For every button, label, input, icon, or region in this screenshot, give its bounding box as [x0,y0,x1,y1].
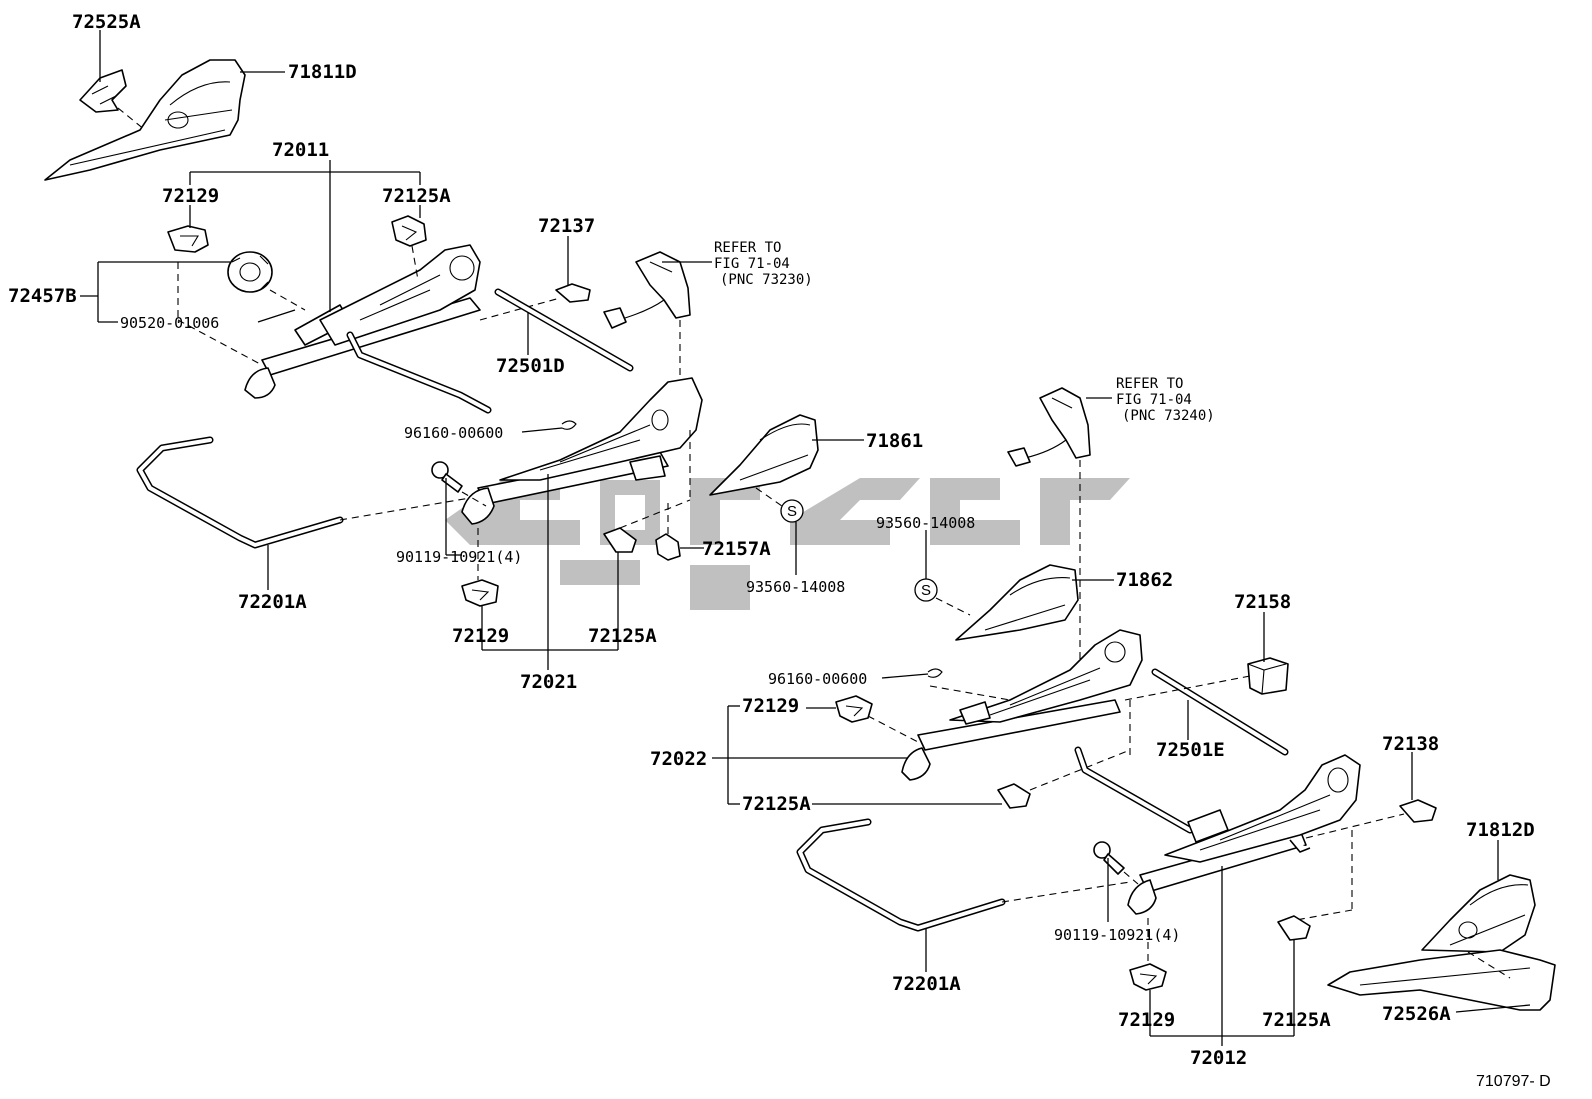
label-72457B: 72457B [8,285,77,307]
seat-track-72021 [461,377,703,525]
seat-track-72022 [901,629,1143,781]
part-96160-b [927,668,943,678]
label-72137: 72137 [538,215,595,237]
part-96160-a [561,420,577,430]
part-72501D-rod [494,288,634,372]
label-72125A-b: 72125A [588,625,657,647]
label-90119-10921-a: 90119-10921(4) [396,548,522,566]
label-93560-14008-a: 93560-14008 [746,578,845,596]
label-71862: 71862 [1116,569,1173,591]
s-mark-a: S [780,499,804,523]
part-71861-cover [709,414,819,496]
part-72457B-knob [227,251,273,293]
label-72125A-d: 72125A [1262,1009,1331,1031]
watermark-logo [445,478,1130,610]
part-71812D-cover [1421,874,1536,953]
refer-note-b-line1: REFER TO [1116,376,1183,392]
part-72129-c [835,695,873,723]
part-72129-b [461,579,499,607]
part-72525A [79,69,127,113]
s-mark-b: S [914,578,938,602]
part-72138 [1399,799,1437,823]
part-72125A-a [391,215,427,247]
label-90520-01006: 90520-01006 [120,314,219,332]
part-72125A-b [603,527,637,553]
part-72526A [1327,949,1556,1011]
label-72021: 72021 [520,671,577,693]
refer-note-a-line3: (PNC 73230) [720,272,813,288]
label-90119-10921-b: 90119-10921(4) [1054,926,1180,944]
label-71861: 71861 [866,430,923,452]
label-71812D: 71812D [1466,819,1535,841]
part-90119-bolt-a [431,461,463,493]
label-72138: 72138 [1382,733,1439,755]
part-72129-a [167,225,209,253]
seatbelt-buckle-b [1007,387,1091,467]
part-72201A-b [796,818,1006,932]
label-72129-a: 72129 [162,185,219,207]
label-93560-14008-b: 93560-14008 [876,514,975,532]
label-72525A: 72525A [72,11,141,33]
s-mark-a-text: S [787,503,797,520]
seat-track-72012 [1074,746,1361,915]
label-72158: 72158 [1234,591,1291,613]
part-72501E-rod [1151,668,1289,756]
label-72129-b: 72129 [452,625,509,647]
label-71811D: 71811D [288,61,357,83]
label-72129-c: 72129 [742,695,799,717]
label-72501E: 72501E [1156,739,1225,761]
label-72526A: 72526A [1382,1003,1451,1025]
label-96160-00600-b: 96160-00600 [768,670,867,688]
label-72501D: 72501D [496,355,565,377]
part-72201A-a [136,436,344,549]
seat-track-72011 [244,244,492,414]
leader-lines [80,30,1531,1046]
label-72157A: 72157A [702,538,771,560]
part-72129-d [1129,963,1167,991]
label-72125A-a: 72125A [382,185,451,207]
part-72125A-d [1277,915,1311,941]
label-72125A-c: 72125A [742,793,811,815]
label-96160-00600-a: 96160-00600 [404,424,503,442]
label-72129-d: 72129 [1118,1009,1175,1031]
part-72157A [655,533,681,561]
part-72137 [555,283,591,303]
refer-note-a-line2: FIG 71-04 [714,256,790,272]
refer-note-a-line1: REFER TO [714,240,781,256]
part-90119-bolt-b [1093,841,1125,875]
label-72201A-a: 72201A [238,591,307,613]
part-72125A-c [997,783,1031,809]
label-72201A-b: 72201A [892,973,961,995]
seatbelt-buckle-a [603,251,691,329]
part-72158 [1247,657,1289,695]
label-72022: 72022 [650,748,707,770]
part-71811D [44,59,246,181]
label-72012: 72012 [1190,1047,1247,1069]
figure-code: 710797- D [1476,1073,1551,1090]
label-72011: 72011 [272,139,329,161]
part-labels: 72525A 71811D 72011 72129 72125A 72457B … [8,11,1551,1090]
part-71862-cover [955,564,1079,641]
refer-note-b-line3: (PNC 73240) [1122,408,1215,424]
s-mark-b-text: S [921,582,931,599]
refer-note-b-line2: FIG 71-04 [1116,392,1192,408]
